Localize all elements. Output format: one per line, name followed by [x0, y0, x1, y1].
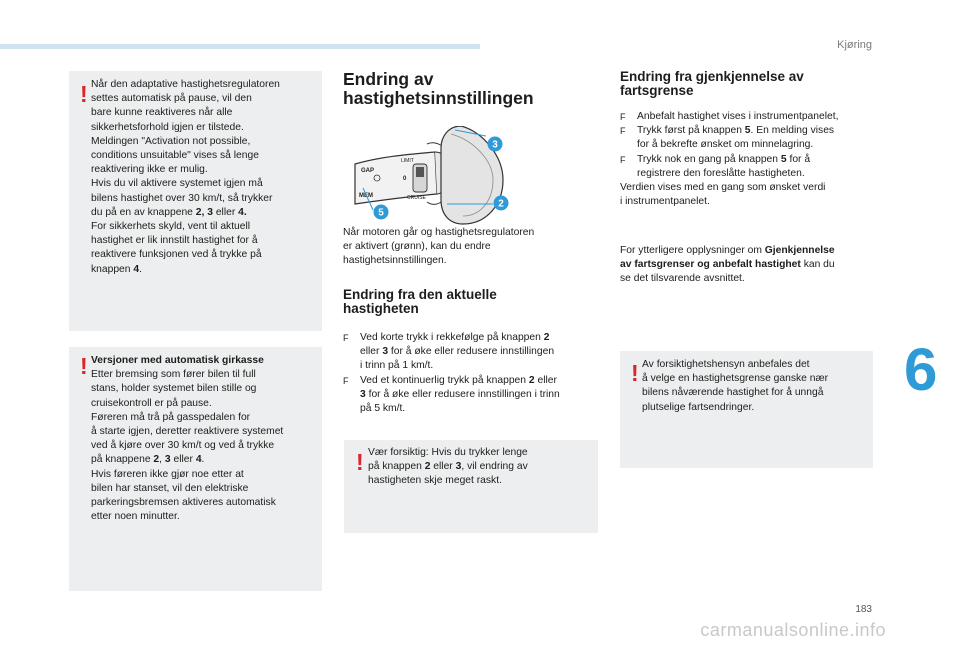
bullet-item: F Trykk nok en gang på knappen 5 for å r… [620, 153, 811, 179]
bullet-item: F Ved et kontinuerlig trykk på knappen 2… [343, 374, 560, 415]
text-line: bilens hastighet over 30 km/t, så trykke… [91, 192, 273, 204]
text-line: cruisekontroll er på pause. [91, 397, 212, 409]
bullet-list-speed-limit: F Anbefalt hastighet vises i instrumentp… [620, 110, 890, 209]
box-title: Versjoner med automatisk girkasse [91, 355, 264, 366]
warning-exclamation-icon: ! [80, 353, 88, 379]
bullet-marker-icon: F [620, 154, 626, 165]
text-line: parkeringsbremsen aktiveres automatisk [91, 497, 276, 509]
label-gap: GAP [361, 168, 374, 174]
svg-text:5: 5 [378, 208, 384, 219]
warning-box-speed-limit-choice: ! Av forsiktighetshensyn anbefales det å… [620, 351, 873, 468]
svg-text:3: 3 [492, 140, 498, 151]
text-line: Verdien vises med en gang som ønsket ver… [620, 182, 826, 194]
intro-paragraph: Når motoren går og hastighetsregulatoren… [343, 227, 535, 267]
text-line: reaktivering ikke er mulig. [91, 164, 208, 176]
callout-2 [493, 195, 509, 211]
text-line: hastighet er lik innstilt hastighet for … [91, 235, 258, 247]
text-line: reaktivere funksjonen ved å trykke på [91, 249, 262, 261]
text-line: For sikkerhets skyld, vent til aktuell [91, 221, 251, 233]
bullet-marker-icon: F [620, 126, 626, 137]
text-line: bare kunne reaktiveres når alle [91, 107, 233, 119]
text-line: Hvis du vil aktivere systemet igjen må [91, 178, 263, 190]
text-line: Meldingen "Activation not possible, [91, 135, 251, 147]
text-line: settes automatisk på pause, vil den [91, 93, 252, 105]
svg-text:2: 2 [498, 199, 504, 210]
header-accent-bar [0, 44, 480, 49]
text-line: på knappen 2 eller 3, vil endring av [368, 461, 528, 473]
label-mem: MEM [359, 193, 373, 199]
text-line: knappen 4. [91, 263, 142, 275]
bullet-list-current-speed: F Ved korte trykk i rekkefølge på knappe… [343, 331, 603, 416]
text-line: plutselige fartsendringer. [642, 401, 755, 413]
cruise-control-stalk-illustration: GAP LIMIT 0 CRUISE MEM 3 2 5 [354, 126, 509, 225]
more-info-paragraph: For ytterligere opplysninger om Gjenkjen… [620, 245, 835, 285]
callout-5 [373, 204, 389, 220]
text-line: conditions unsuitable" vises så lenge [91, 150, 259, 162]
warning-box-automatic-gearbox: ! Versjoner med automatisk girkasse Ette… [69, 347, 322, 591]
text-line: hastigheten skje meget raskt. [368, 475, 502, 487]
bullet-marker-icon: F [620, 112, 626, 122]
text-line: sikkerhetsforhold igjen er tilstede. [91, 121, 244, 133]
bullet-marker-icon: F [343, 375, 349, 386]
watermark: carmanualsonline.info [700, 620, 886, 640]
chapter-number: 6 [904, 336, 938, 403]
section-title: Kjøring [837, 39, 872, 51]
text-line: på knappene 2, 3 eller 4. [91, 454, 205, 466]
warning-exclamation-icon: ! [356, 449, 364, 475]
text-line: stans, holder systemet bilen stille og [91, 383, 257, 395]
bullet-item: F Trykk først på knappen 5. En melding v… [620, 125, 835, 151]
text-line: bilens nåværende hastighet for å unngå [642, 387, 824, 399]
text-line: Av forsiktighetshensyn anbefales det [642, 359, 810, 370]
page-number: 183 [855, 604, 872, 615]
text-line: bilen har stanset, vil den elektriske [91, 482, 249, 494]
bullet-marker-icon: F [343, 333, 349, 343]
text-line: Når den adaptative hastighetsregulatoren [91, 79, 280, 90]
text-line: Hvis føreren ikke gjør noe etter at [91, 468, 244, 480]
label-zero: 0 [403, 176, 407, 182]
text-line: du på en av knappene 2, 3 eller 4. [91, 206, 247, 218]
label-cruise: CRUISE [407, 195, 427, 201]
text-line: i instrumentpanelet. [620, 196, 710, 208]
bullet-item: F Ved korte trykk i rekkefølge på knappe… [343, 332, 555, 372]
text-line: ved å kjøre over 30 km/t og ved å trykke [91, 440, 275, 452]
label-limit: LIMIT [401, 158, 414, 164]
warning-exclamation-icon: ! [80, 81, 88, 107]
text-line: Føreren må trå på gasspedalen for [91, 411, 251, 423]
warning-exclamation-icon: ! [631, 360, 639, 386]
warning-box-pause: ! Når den adaptative hastighetsregulator… [69, 71, 322, 331]
callout-3 [487, 136, 503, 152]
text-line: etter noen minutter. [91, 511, 180, 523]
text-line: Vær forsiktig: Hvis du trykker lenge [368, 447, 528, 458]
warning-box-long-press: ! Vær forsiktig: Hvis du trykker lenge p… [344, 440, 598, 533]
text-line: Etter bremsing som fører bilen til full [91, 369, 256, 381]
text-line: å starte igjen, deretter reaktivere syst… [91, 426, 284, 438]
text-line: å velge en hastighetsgrense ganske nær [642, 373, 829, 385]
bullet-item: F Anbefalt hastighet vises i instrumentp… [620, 110, 890, 124]
